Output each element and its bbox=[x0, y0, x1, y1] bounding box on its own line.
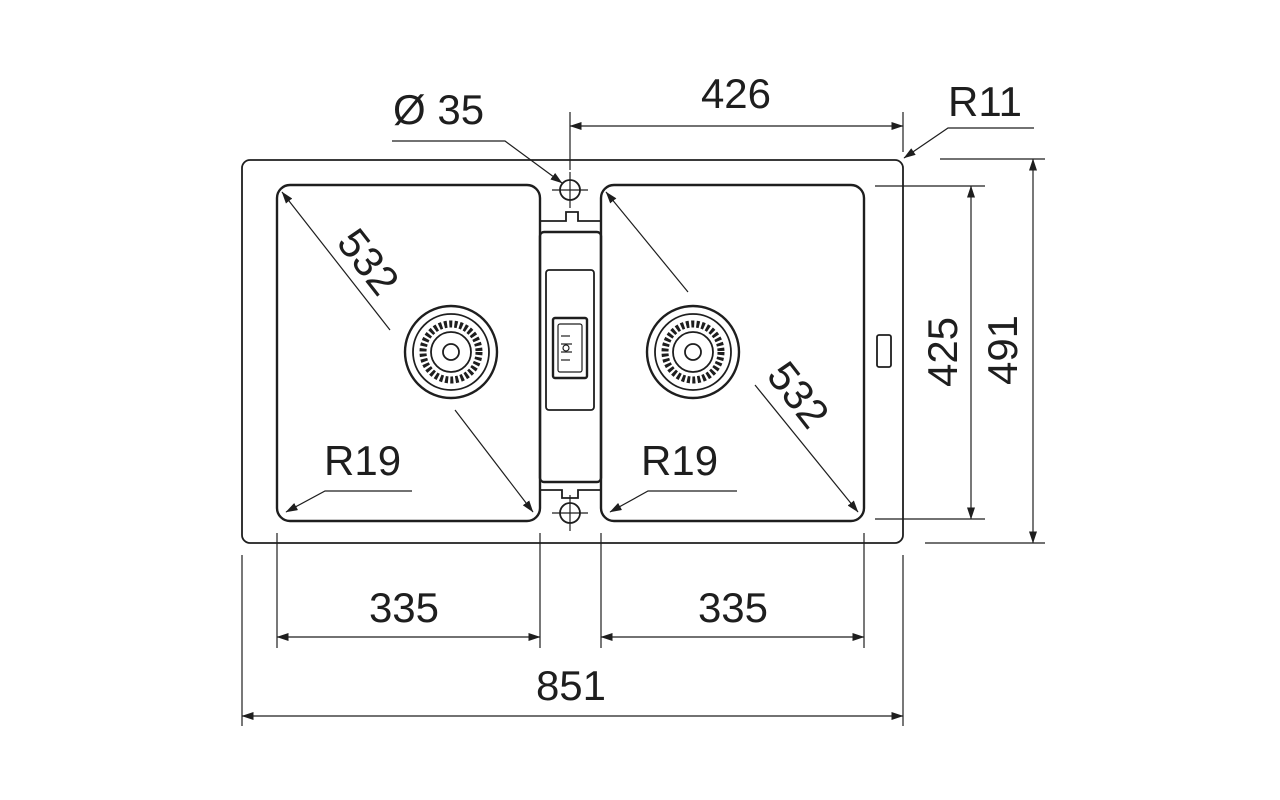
left-bowl-width-dimension: 335 bbox=[276, 533, 541, 648]
overflow-hole-diameter-label: Ø 35 bbox=[393, 86, 484, 133]
right-bowl-width-label: 335 bbox=[698, 584, 768, 631]
left-bowl-diagonal-label: 532 bbox=[328, 220, 408, 304]
right-corner-radius-label: R19 bbox=[641, 437, 718, 484]
left-corner-radius-label: R19 bbox=[324, 437, 401, 484]
overall-depth-dimension: 491 bbox=[925, 158, 1045, 544]
center-overflow-channel bbox=[538, 211, 603, 499]
right-bowl-diagonal-label: 532 bbox=[758, 353, 838, 437]
right-corner-radius-dimension: R19 bbox=[609, 437, 737, 513]
outer-corner-radius-dimension: R11 bbox=[903, 78, 1034, 159]
overall-width-label: 851 bbox=[536, 662, 606, 709]
left-bowl-width-label: 335 bbox=[369, 584, 439, 631]
overall-depth-label: 491 bbox=[979, 315, 1026, 385]
left-drain bbox=[403, 304, 499, 400]
right-bowl-width-dimension: 335 bbox=[600, 533, 865, 648]
left-corner-radius-dimension: R19 bbox=[285, 437, 412, 513]
outer-corner-radius-label: R11 bbox=[948, 78, 1022, 125]
tap-hole-bottom bbox=[552, 495, 588, 531]
side-slot bbox=[876, 334, 892, 368]
drainer-width-dimension: 426 bbox=[569, 70, 904, 170]
left-bowl-diagonal-dimension: 532 bbox=[281, 191, 534, 513]
right-drain bbox=[645, 304, 741, 400]
sink-outline bbox=[241, 159, 904, 544]
overflow-hole-diameter-dimension: Ø 35 bbox=[392, 86, 563, 184]
tap-hole-top bbox=[552, 172, 588, 208]
overall-width-dimension: 851 bbox=[241, 555, 904, 726]
bowl-depth-label: 425 bbox=[919, 317, 966, 387]
drainer-width-label: 426 bbox=[701, 70, 771, 117]
bowl-depth-dimension: 425 bbox=[875, 185, 985, 520]
